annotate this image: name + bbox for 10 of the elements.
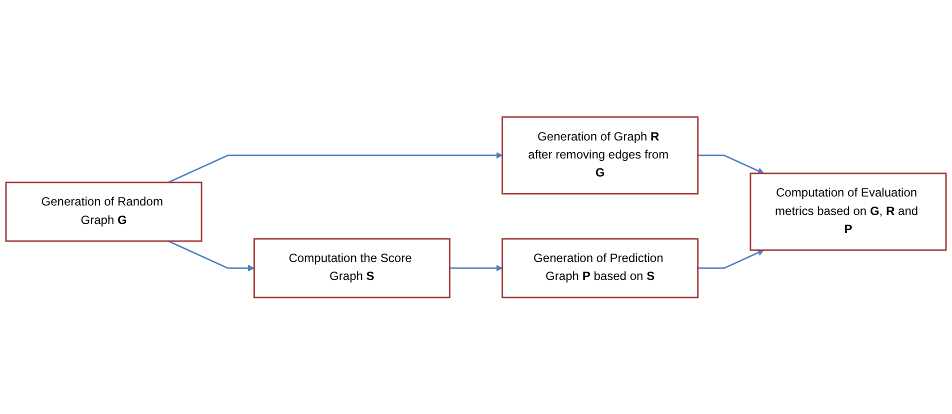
arrow	[168, 152, 503, 183]
node-box: Computation of Evaluation metrics based on G, R and P	[750, 172, 947, 251]
arrow	[698, 154, 764, 174]
arrow	[698, 249, 764, 269]
arrow	[450, 264, 503, 272]
node-box: Generation of Random Graph G	[5, 181, 202, 242]
node-box: Generation of Prediction Graph P based on S	[502, 238, 699, 298]
arrow	[168, 240, 254, 272]
node-box: Computation the Score Graph S	[253, 238, 450, 298]
node-box: Generation of Graph R after removing edges from G	[502, 116, 699, 194]
